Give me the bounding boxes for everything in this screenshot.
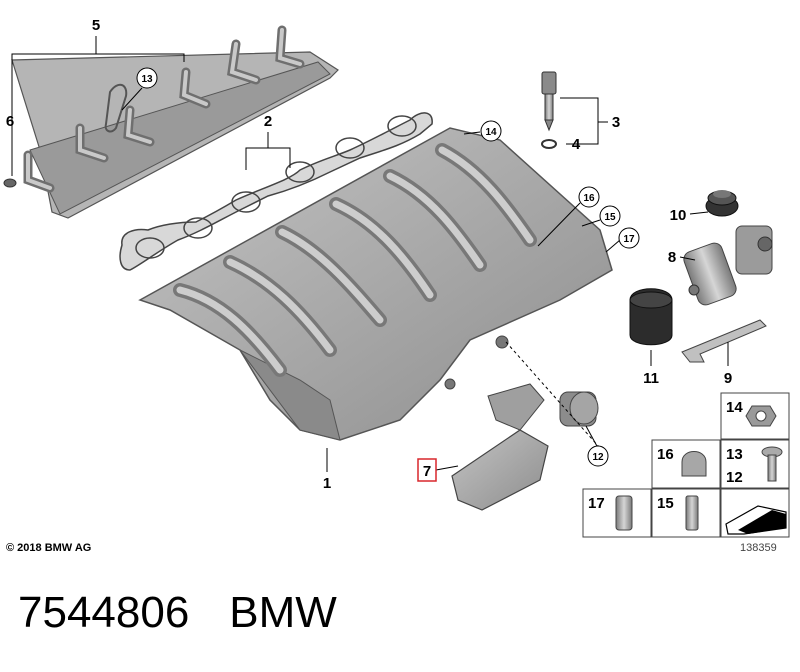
circle-part-16 <box>578 186 600 208</box>
part-number: 7544806 <box>18 588 190 637</box>
table-cell-17: 17 <box>588 495 605 512</box>
label-part-11: 11 <box>643 370 659 387</box>
leader-lines <box>11 36 729 472</box>
hardware-table: 14 16 13 12 17 15 <box>582 392 790 538</box>
image-number: 138359 <box>740 542 777 554</box>
bracket-part <box>681 319 767 363</box>
label-part-1: 1 <box>323 475 331 492</box>
label-part-12: 12 <box>592 452 604 463</box>
label-part-4: 4 <box>572 136 581 153</box>
label-part-17: 17 <box>623 234 635 245</box>
caption: 7544806 BMW <box>18 588 377 638</box>
label-part-8: 8 <box>668 249 676 266</box>
table-cell-14: 14 <box>726 399 743 416</box>
label-part-9: 9 <box>724 370 732 387</box>
grommet-part <box>705 190 739 217</box>
table-cell-12: 12 <box>726 469 743 486</box>
sensor-part <box>541 71 557 132</box>
o-ring-part <box>3 178 17 188</box>
circle-part-15 <box>599 205 621 227</box>
table-cell-16: 16 <box>657 446 674 463</box>
cap-nut-icon <box>681 451 707 477</box>
table-cell-13: 13 <box>726 446 743 463</box>
label-part-5: 5 <box>92 17 100 34</box>
label-part-3: 3 <box>612 114 620 131</box>
label-part-10: 10 <box>670 207 687 224</box>
label-part-7: 7 <box>423 463 431 480</box>
intake-manifold-part <box>138 127 613 441</box>
fuel-rail-cover-part <box>11 25 339 219</box>
label-part-6: 6 <box>6 113 14 130</box>
brand-name: BMW <box>229 588 337 637</box>
sleeve-icon <box>615 495 633 531</box>
washer-part <box>541 139 557 149</box>
gasket-part <box>119 112 433 271</box>
dowel-icon <box>685 495 699 531</box>
actuator-part <box>683 225 773 306</box>
circle-part-17 <box>618 227 640 249</box>
highlight-box <box>417 458 437 482</box>
table-cell-15: 15 <box>657 495 674 512</box>
label-part-2: 2 <box>264 113 272 130</box>
label-part-15: 15 <box>604 212 616 223</box>
screw-icon <box>761 446 783 482</box>
circle-part-14 <box>480 120 502 142</box>
label-part-14: 14 <box>485 127 497 138</box>
circle-part-12 <box>587 445 609 467</box>
circle-part-13 <box>136 67 158 89</box>
throttle-actuator-part <box>451 383 599 511</box>
rubber-mount-part <box>629 288 673 346</box>
label-part-13: 13 <box>141 74 153 85</box>
label-part-16: 16 <box>583 193 595 204</box>
copyright-text: © 2018 BMW AG <box>6 542 92 554</box>
